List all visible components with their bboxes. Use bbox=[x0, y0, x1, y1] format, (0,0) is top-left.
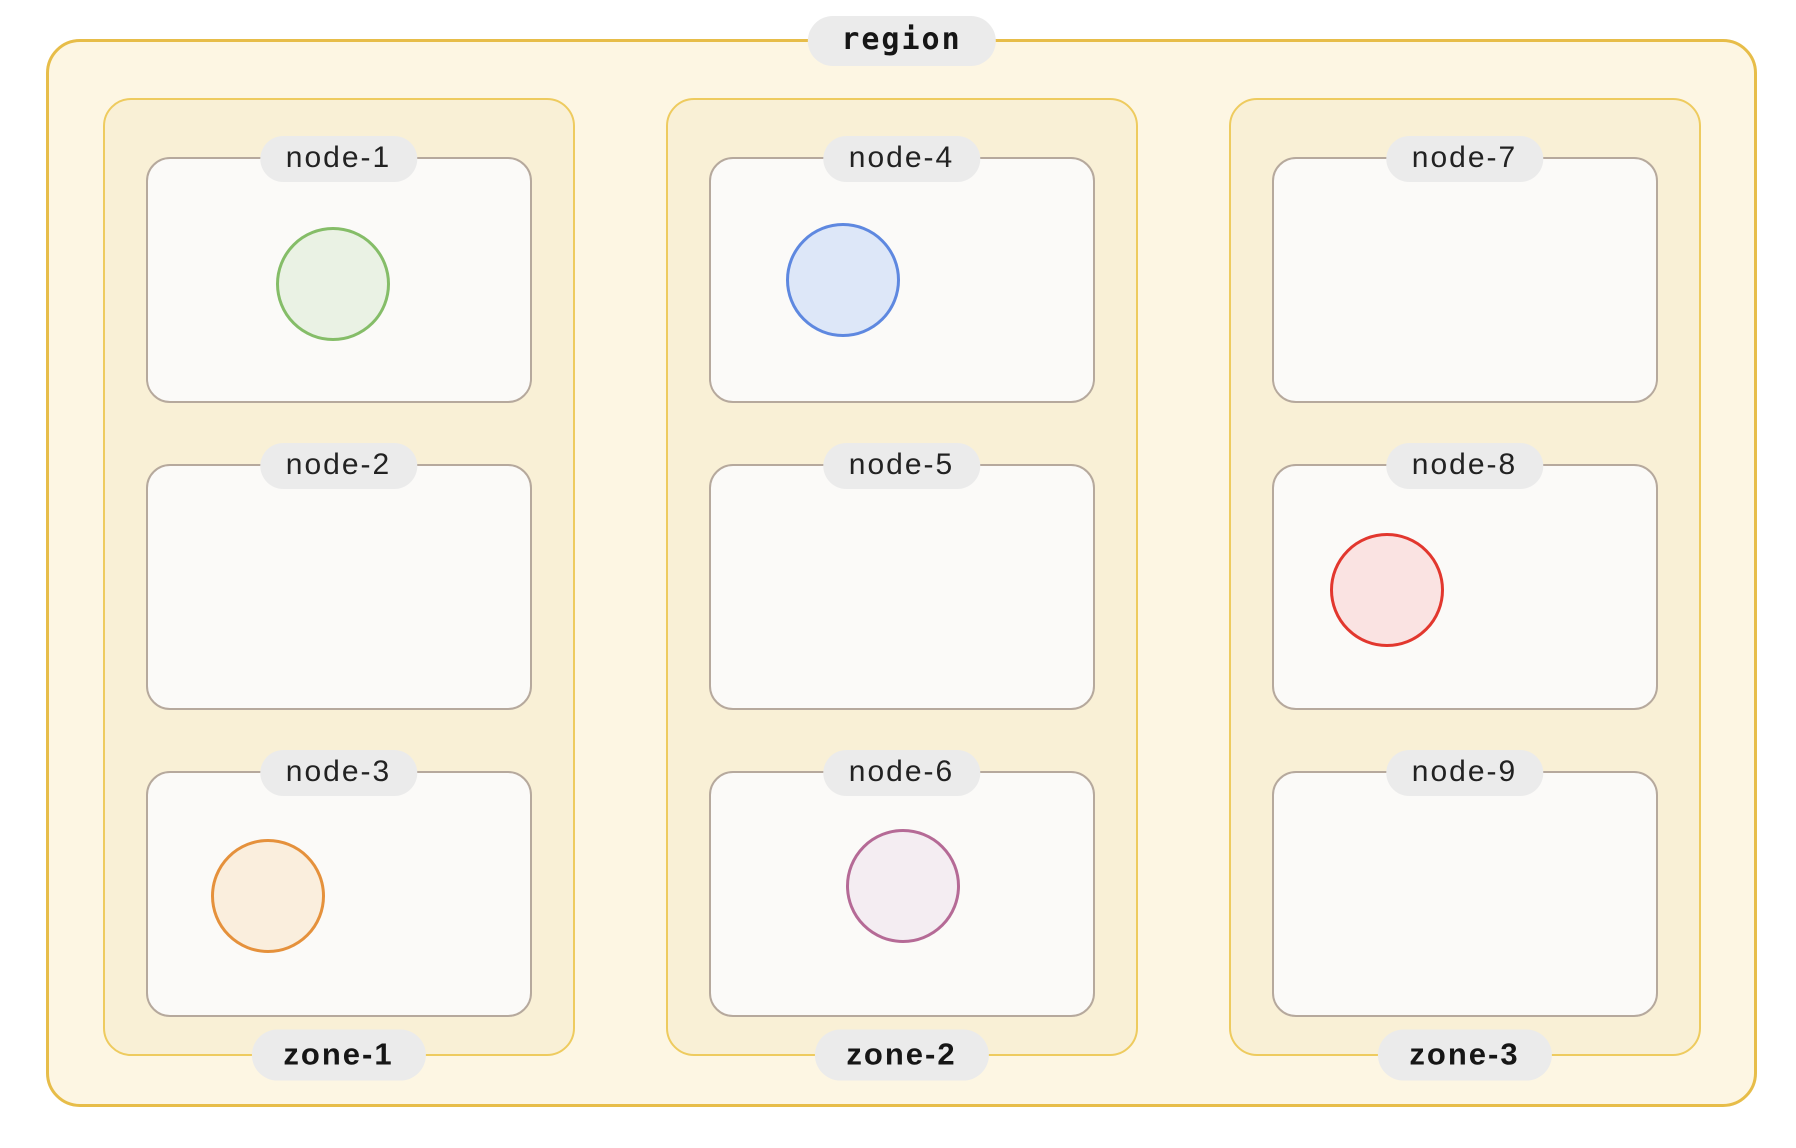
node-8-box: node-8 bbox=[1271, 443, 1658, 710]
node-8-label: node-8 bbox=[1385, 443, 1544, 489]
node-9-label: node-9 bbox=[1385, 750, 1544, 796]
pod-circle-orange bbox=[210, 839, 325, 953]
zone-1-container: zone-1 node-1 node-2 node-3 bbox=[102, 98, 575, 1081]
node-3-label: node-3 bbox=[259, 750, 418, 796]
pod-circle-purple bbox=[845, 829, 960, 943]
node-2-box: node-2 bbox=[145, 443, 532, 710]
node-1-box: node-1 bbox=[145, 136, 532, 403]
node-7-box: node-7 bbox=[1271, 136, 1658, 403]
zones-row: zone-1 node-1 node-2 node-3 zone-2 node-… bbox=[49, 98, 1754, 1081]
region-label: region bbox=[807, 16, 996, 66]
pod-circle-red bbox=[1329, 533, 1444, 647]
node-9-box: node-9 bbox=[1271, 750, 1658, 1017]
node-6-box: node-6 bbox=[708, 750, 1095, 1017]
node-5-label: node-5 bbox=[822, 443, 981, 489]
node-7-label: node-7 bbox=[1385, 136, 1544, 182]
zone-2-container: zone-2 node-4 node-5 node-6 bbox=[665, 98, 1138, 1081]
node-5-box: node-5 bbox=[708, 443, 1095, 710]
region-container: region zone-1 node-1 node-2 node-3 zone-… bbox=[46, 16, 1757, 1107]
node-4-box: node-4 bbox=[708, 136, 1095, 403]
zone-1-label: zone-1 bbox=[251, 1029, 426, 1081]
node-1-label: node-1 bbox=[259, 136, 418, 182]
pod-circle-blue bbox=[785, 223, 900, 337]
zone-3-label: zone-3 bbox=[1377, 1029, 1552, 1081]
node-3-box: node-3 bbox=[145, 750, 532, 1017]
node-6-label: node-6 bbox=[822, 750, 981, 796]
zone-3-container: zone-3 node-7 node-8 node-9 bbox=[1228, 98, 1701, 1081]
zone-2-label: zone-2 bbox=[814, 1029, 989, 1081]
node-2-label: node-2 bbox=[259, 443, 418, 489]
pod-circle-green bbox=[275, 227, 390, 341]
node-4-label: node-4 bbox=[822, 136, 981, 182]
